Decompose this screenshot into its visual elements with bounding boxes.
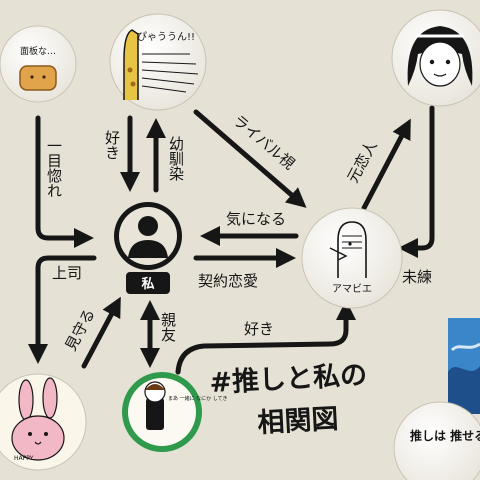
center-person: 私 <box>114 202 182 294</box>
arrow-hitome <box>35 115 94 248</box>
giraffe-drawing <box>123 29 199 100</box>
sea-artwork-edge <box>448 318 480 414</box>
badge-partial: 推しは 推せる時に 推せ <box>393 401 480 480</box>
boy-drawing <box>144 381 166 430</box>
partial-caption: 推しは 推せる時に 推せ <box>410 428 480 443</box>
amabie-drawing <box>329 221 367 278</box>
bread-drawing <box>19 65 57 91</box>
rabbit-caption: HAPPY <box>14 455 34 462</box>
badge-rabbit: HAPPY <box>0 373 87 471</box>
boy-caption: まあ 一緒に なにか してき <box>168 395 227 402</box>
label-keiyaku: 契約恋愛 <box>198 272 258 290</box>
label-shinyu: 親友 <box>159 312 177 342</box>
arrow-motokoibito <box>361 118 411 211</box>
rabbit-drawing <box>11 377 65 461</box>
label-hitome: 一目惚れ <box>45 138 63 198</box>
relation-arrows <box>28 105 435 375</box>
label-miren: 未練 <box>402 268 432 286</box>
label-suki-bottom: 好き <box>244 320 274 338</box>
label-joshi: 上司 <box>52 264 82 282</box>
arrow-joshi <box>28 255 97 364</box>
label-suki-top: 好き <box>103 130 121 160</box>
center-label-box <box>126 272 170 294</box>
title-block: #推しと私の 相関図 <box>209 360 368 439</box>
arrow-miren <box>398 105 435 258</box>
badge-amabie: アマビエ <box>301 207 403 309</box>
arrow-suki-bottom <box>175 300 356 375</box>
label-osananajimi: 幼馴染 <box>167 136 185 181</box>
bread-caption: 面板な… <box>20 45 56 57</box>
badge-bread: 面板な… <box>0 25 77 103</box>
arrow-rival <box>193 109 307 208</box>
label-kininaru: 気になる <box>226 210 286 228</box>
amabie-caption: アマビエ <box>332 283 372 295</box>
title-line2: 相関図 <box>257 404 340 439</box>
badge-girl <box>391 9 480 107</box>
girl-drawing <box>407 26 473 87</box>
badge-boy: まあ 一緒に なにか してき <box>122 372 227 452</box>
badge-giraffe: ぴゃううん!! <box>109 13 207 111</box>
giraffe-caption: ぴゃううん!! <box>137 31 195 43</box>
center-label: 私 <box>141 276 154 292</box>
arrow-mimamoru <box>81 296 121 369</box>
